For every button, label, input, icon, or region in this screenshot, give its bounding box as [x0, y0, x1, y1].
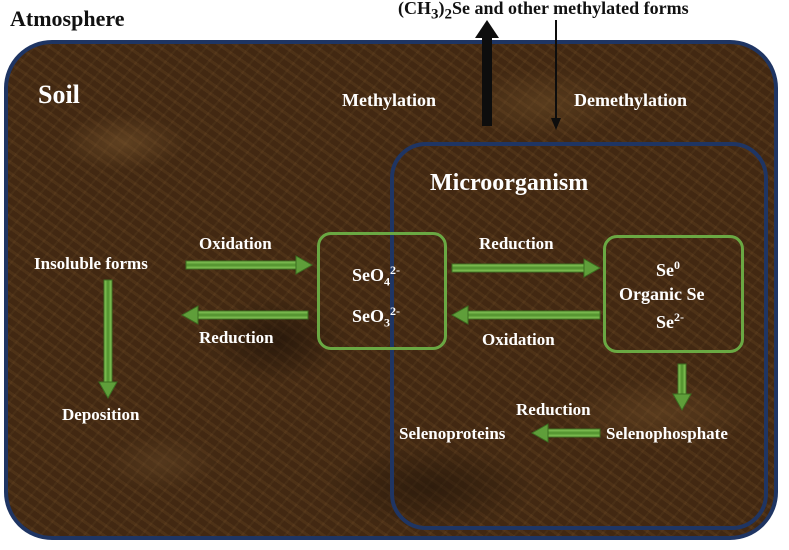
selenite-label: SeO32-: [352, 304, 400, 331]
reduction-arrow-right: [451, 258, 602, 278]
reduction-label-bottom: Reduction: [516, 400, 591, 419]
selenophosphate-arrow: [672, 363, 692, 412]
methylation-arrow: [475, 20, 499, 126]
microorganism-label: Microorganism: [430, 170, 589, 196]
oxidation-arrow-left: [185, 255, 314, 275]
selenate-sup: 2-: [390, 263, 401, 277]
oxidation-label-left: Oxidation: [199, 234, 272, 253]
microorganism-region: [390, 142, 768, 530]
se0-sup: 0: [674, 258, 680, 272]
oxidation-label-right: Oxidation: [482, 330, 555, 349]
selenate-sub: 4: [384, 274, 391, 289]
deposition-arrow: [98, 279, 118, 400]
selenate-label: SeO42-: [352, 263, 400, 290]
selenoproteins-label: Selenoproteins: [399, 424, 506, 443]
atmosphere-label: Atmosphere: [10, 6, 125, 31]
selenium-oxyanion-box: [317, 232, 447, 350]
methylation-label: Methylation: [342, 90, 436, 110]
deposition-label: Deposition: [62, 405, 140, 424]
methylated-sub1: 3: [431, 6, 439, 23]
demethylation-arrow: [551, 20, 561, 130]
soil-label: Soil: [38, 80, 80, 109]
se0-label: Se0: [656, 258, 680, 281]
selenide-sup: 2-: [674, 310, 684, 324]
selenite-sup: 2-: [390, 304, 401, 318]
organic-se-label: Organic Se: [619, 284, 705, 304]
reduced-selenium-box: [603, 235, 744, 353]
selenite-base: SeO: [352, 306, 385, 326]
se0-base: Se: [656, 260, 674, 280]
reduction-label-left: Reduction: [199, 328, 274, 347]
reduction-arrow-left: [180, 305, 309, 325]
demethylation-label: Demethylation: [574, 90, 687, 110]
methylated-mid: ): [438, 0, 445, 18]
selenoproteins-arrow: [530, 423, 601, 443]
selenite-sub: 3: [384, 315, 391, 330]
methylated-forms-label: (CH3)2Se and other methylated forms: [398, 0, 689, 24]
insoluble-forms-label: Insoluble forms: [34, 254, 148, 273]
selenide-base: Se: [656, 312, 674, 332]
selenide-label: Se2-: [656, 310, 684, 333]
oxidation-arrow-right: [450, 305, 601, 325]
methylated-sub2: 2: [444, 6, 453, 23]
selenophosphate-label: Selenophosphate: [606, 424, 728, 443]
methylated-suffix: Se and other methylated forms: [452, 0, 689, 18]
selenate-base: SeO: [352, 265, 385, 285]
reduction-label-right: Reduction: [479, 234, 554, 253]
methylated-prefix: (CH: [398, 0, 431, 18]
